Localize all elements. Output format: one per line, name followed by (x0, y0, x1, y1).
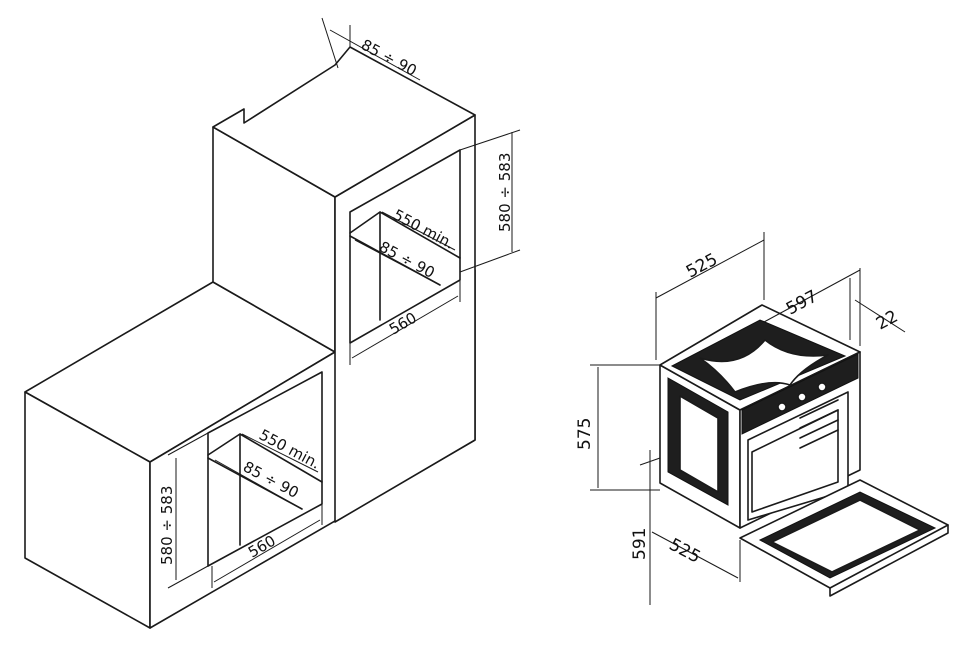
oven-total-height-label: 591 (630, 528, 650, 560)
oven-height-label: 575 (575, 418, 595, 450)
oven-knob-3 (817, 382, 827, 392)
oven-door-thickness-label: 22 (873, 307, 901, 335)
oven-dimensions (590, 232, 906, 605)
oven-depth-bottom-label: 525 (666, 535, 704, 568)
cabinet-dimensions (167, 17, 521, 589)
oven-door-glass (771, 499, 921, 573)
cabinet-drawing (24, 46, 476, 629)
oven-drawing (659, 304, 949, 597)
oven-width-label: 597 (783, 287, 821, 320)
cabinet-lower-height-label: 580 ÷ 583 (158, 486, 176, 565)
cabinet-upper-height-label: 580 ÷ 583 (496, 153, 514, 232)
oven-knob-1 (777, 402, 787, 412)
oven-depth-top-label: 525 (683, 250, 721, 283)
oven-top-cutout (699, 339, 829, 393)
tower-top-face (212, 46, 476, 198)
oven-side-window (679, 395, 719, 493)
oven-knob-2 (797, 392, 807, 402)
